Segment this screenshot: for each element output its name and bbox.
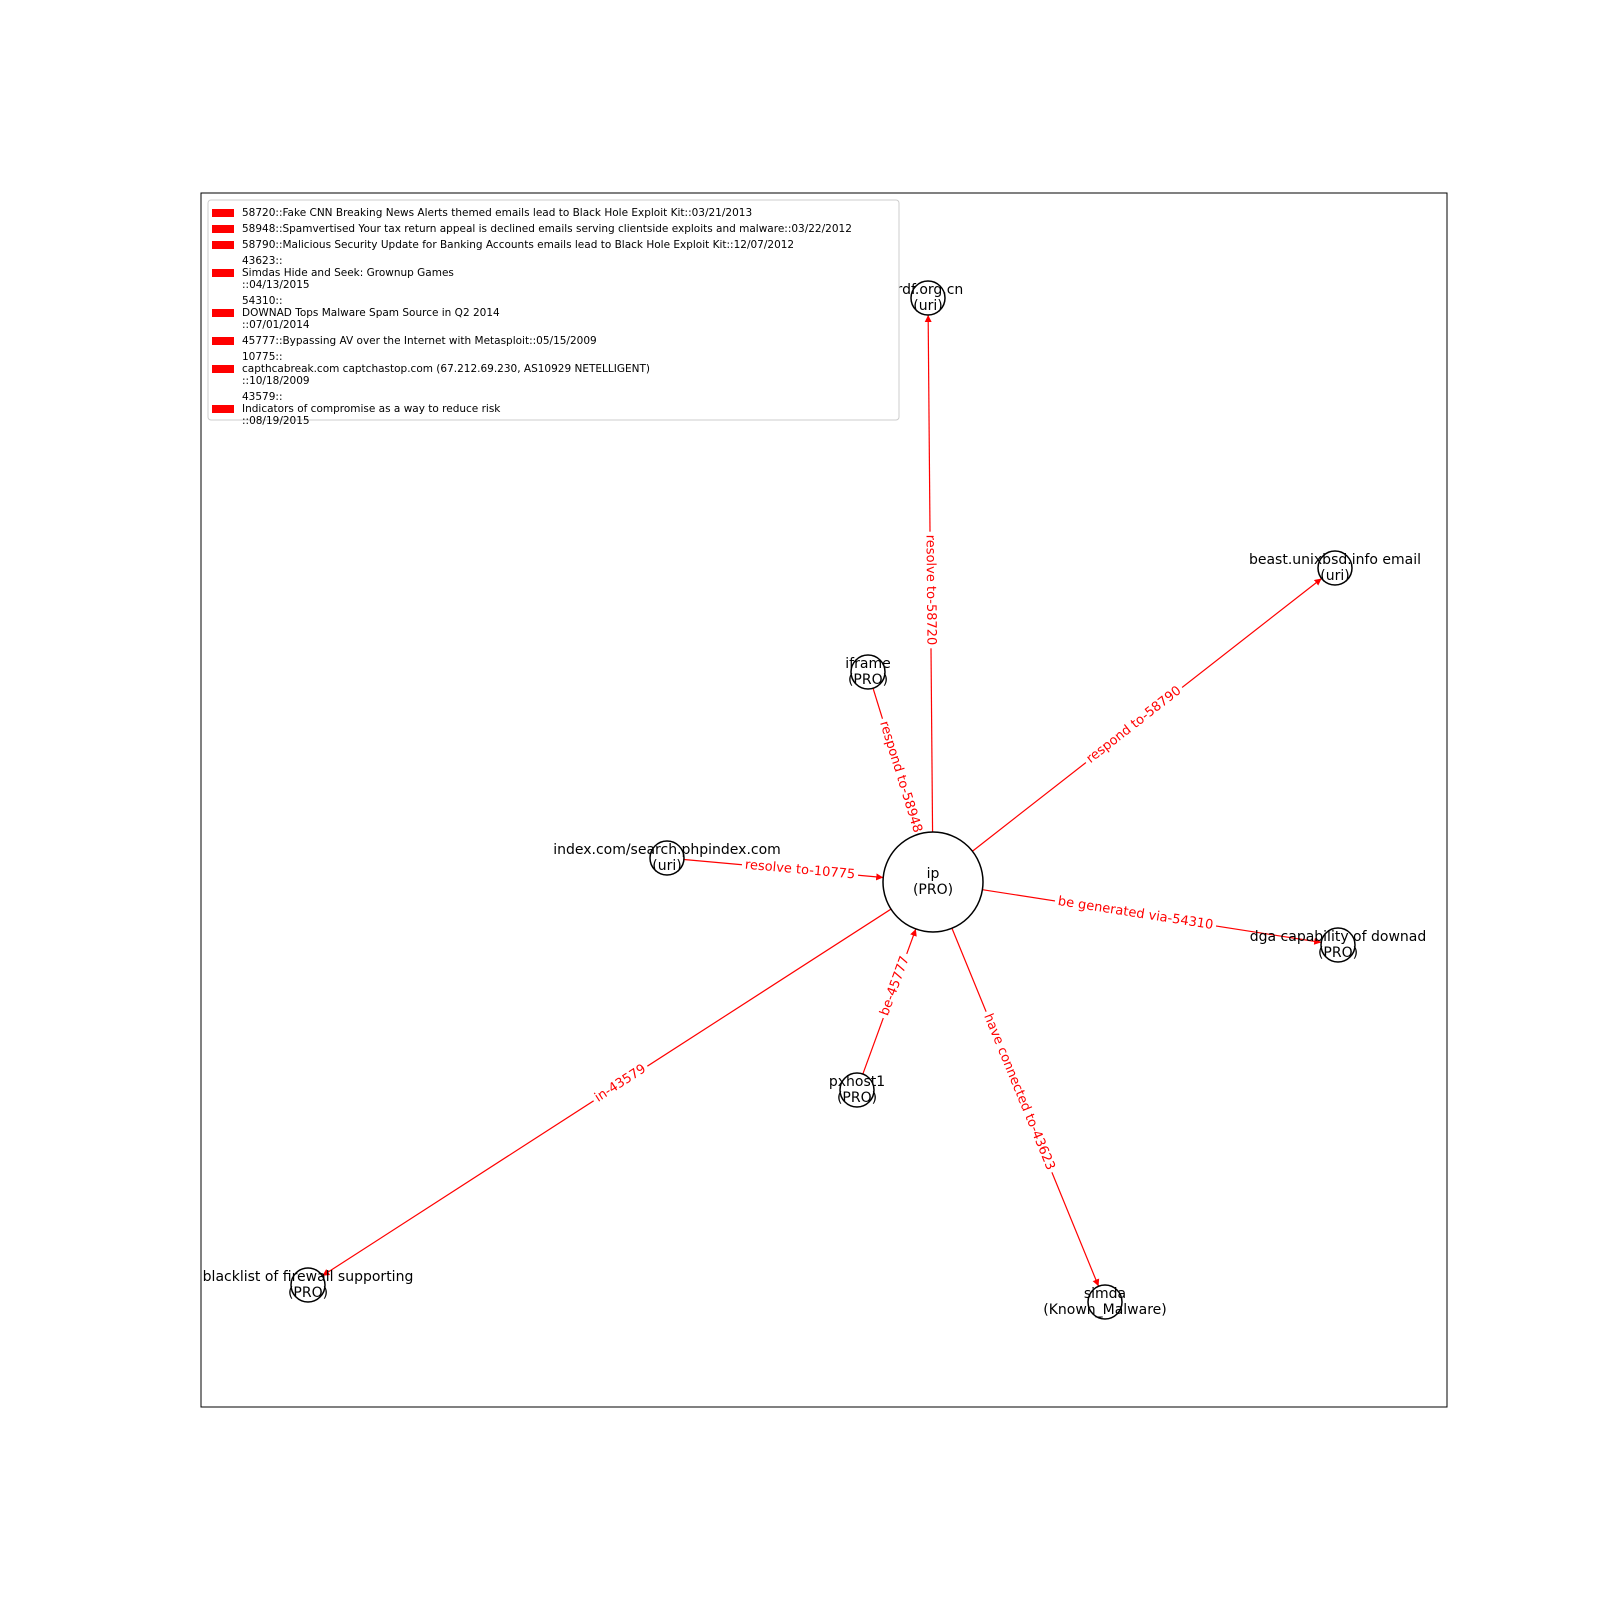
edge-label-index-ip: resolve to-10775	[741, 856, 859, 884]
legend-patch	[212, 365, 234, 373]
legend-patch	[212, 209, 234, 217]
edge-label-iframe-ip: respond to-58948	[874, 716, 927, 838]
legend-entry-text: ::08/19/2015	[242, 415, 310, 427]
node-type: (PRO)	[288, 1285, 328, 1301]
legend-entry-text: 58948::Spamvertised Your tax return appe…	[242, 223, 852, 235]
node-type: (PRO)	[837, 1090, 877, 1106]
node-label: simda	[1084, 1286, 1126, 1302]
legend-entry-text: ::04/13/2015	[242, 279, 310, 291]
legend-patch	[212, 337, 234, 345]
node-type: (PRO)	[913, 882, 953, 898]
node-circle	[1320, 927, 1356, 963]
node-lrdf: lrdf.org.cn(uri)	[893, 280, 964, 316]
legend-entry-text: DOWNAD Tops Malware Spam Source in Q2 20…	[242, 307, 500, 319]
legend-entry-text: capthcabreak.com captchastop.com (67.212…	[242, 363, 650, 375]
legend-entry-text: ::10/18/2009	[242, 375, 310, 387]
legend-patch	[212, 225, 234, 233]
edge-label-ip-simda: have connected to-43623	[978, 1008, 1060, 1176]
node-label: beast.unixbsd.info email	[1249, 552, 1421, 568]
node-circle	[839, 1072, 875, 1108]
legend-entry-text: 54310::	[242, 295, 282, 307]
edge-label-ip-dga: be generated via-54310	[1053, 893, 1218, 934]
legend-patch	[212, 309, 234, 317]
legend-entry-text: 58720::Fake CNN Breaking News Alerts the…	[242, 207, 752, 219]
node-type: (uri)	[652, 858, 681, 874]
edge-label-text: have connected to-43623	[980, 1012, 1057, 1173]
legend-entry-text: 43579::	[242, 391, 282, 403]
node-beast: beast.unixbsd.info email(uri)	[1249, 550, 1421, 586]
node-label: index.com/search.phpindex.com	[553, 842, 781, 858]
legend-box	[207, 199, 900, 421]
legend-entry-text: 10775::	[242, 351, 282, 363]
edges-layer	[321, 314, 1322, 1287]
plot-frame	[200, 192, 1448, 1408]
legend-patch	[212, 269, 234, 277]
node-circle	[1087, 1284, 1123, 1320]
node-label: dga capability of downad	[1250, 929, 1427, 945]
node-label: pxhost1	[829, 1074, 885, 1090]
node-label: lrdf.org.cn	[893, 282, 964, 298]
node-blacklist: blacklist of firewall supporting(PRO)	[203, 1267, 414, 1303]
node-label: ip	[927, 866, 940, 882]
edge-label-text: in-43579	[592, 1062, 649, 1106]
legend: 58720::Fake CNN Breaking News Alerts the…	[207, 199, 900, 427]
node-pxhost: pxhost1(PRO)	[829, 1072, 885, 1108]
edge-label-ip-blacklist: in-43579	[589, 1059, 652, 1108]
edge-label-text: respond to-58948	[876, 719, 925, 834]
edge-label-pxhost-ip: be-45777	[875, 951, 915, 1021]
edge-label-text: respond to-58790	[1084, 683, 1185, 766]
node-circle	[850, 654, 886, 690]
node-type: (PRO)	[848, 672, 888, 688]
node-label: iframe	[845, 656, 890, 672]
legend-entry-text: 58790::Malicious Security Update for Ban…	[242, 239, 794, 251]
node-label: blacklist of firewall supporting	[203, 1269, 414, 1285]
node-type: (uri)	[1320, 568, 1349, 584]
edge-label-text: resolve to-10775	[744, 858, 855, 883]
node-circle	[649, 840, 685, 876]
legend-entry-text: ::07/01/2014	[242, 319, 310, 331]
legend-entry-text: Indicators of compromise as a way to red…	[242, 403, 501, 415]
node-type: (PRO)	[1318, 945, 1358, 961]
node-ip: ip(PRO)	[882, 831, 984, 933]
legend-entry-text: 43623::	[242, 255, 282, 267]
node-circle	[882, 831, 984, 933]
edge-label-ip-beast: respond to-58790	[1081, 681, 1187, 769]
node-index: index.com/search.phpindex.com(uri)	[553, 840, 781, 876]
node-circle	[910, 280, 946, 316]
legend-entry-text: 45777::Bypassing AV over the Internet wi…	[242, 335, 597, 347]
node-circle	[290, 1267, 326, 1303]
edge-label-ip-lrdf: resolve to-58720	[922, 531, 939, 649]
node-type: (uri)	[913, 298, 942, 314]
node-iframe: iframe(PRO)	[845, 654, 891, 690]
node-type: (Known_Malware)	[1043, 1302, 1167, 1318]
legend-entry-text: Simdas Hide and Seek: Grownup Games	[242, 267, 454, 279]
node-circle	[1317, 550, 1353, 586]
edge-label-text: resolve to-58720	[923, 535, 939, 646]
node-dga: dga capability of downad(PRO)	[1250, 927, 1427, 963]
node-simda: simda(Known_Malware)	[1043, 1284, 1167, 1320]
legend-patch	[212, 405, 234, 413]
edge-label-text: be generated via-54310	[1057, 894, 1214, 933]
legend-patch	[212, 241, 234, 249]
nodes-layer: ip(PRO)lrdf.org.cn(uri)beast.unixbsd.inf…	[203, 280, 1427, 1320]
